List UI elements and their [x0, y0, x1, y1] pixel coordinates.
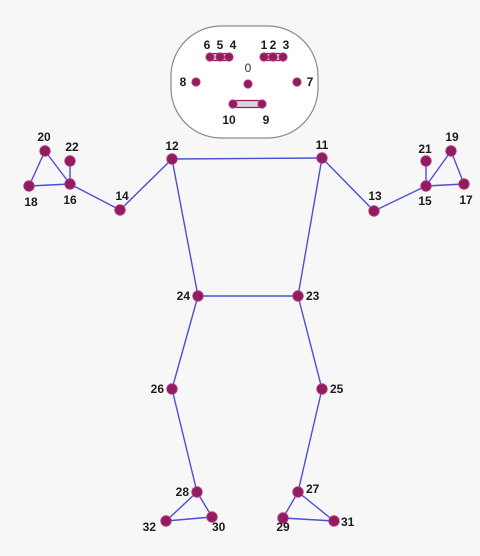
landmark-30-label: 30: [212, 520, 226, 534]
landmark-6-joint: [205, 52, 215, 62]
landmark-0-label: 0: [245, 61, 252, 75]
landmark-18-label: 18: [24, 195, 38, 209]
landmark-13-joint: [368, 205, 380, 217]
landmark-28-label: 28: [176, 485, 190, 499]
edge-12-24: [171, 158, 199, 297]
landmark-9-label: 9: [263, 113, 270, 127]
landmark-2-joint: [268, 52, 278, 62]
landmark-4-label: 4: [230, 38, 237, 52]
landmark-27-joint: [292, 486, 304, 498]
landmark-4-joint: [224, 52, 234, 62]
edge-15-19: [425, 150, 452, 187]
edge-11-13: [321, 157, 375, 212]
landmark-26-joint: [166, 383, 178, 395]
edge-14-16: [69, 183, 121, 211]
edge-28-32: [165, 491, 198, 522]
landmark-17-label: 17: [459, 193, 473, 207]
edge-11-23: [297, 157, 323, 297]
landmark-15-label: 15: [418, 194, 432, 208]
edge-24-26: [171, 295, 199, 390]
landmark-3-label: 3: [283, 38, 290, 52]
edge-16-18: [28, 183, 71, 187]
landmark-13-label: 13: [368, 189, 382, 203]
landmark-0-joint: [243, 79, 253, 89]
landmark-22-joint: [64, 155, 76, 167]
edge-30-32: [165, 516, 213, 522]
landmark-16-label: 16: [63, 193, 77, 207]
landmark-32-label: 32: [143, 520, 157, 534]
landmark-19-label: 19: [445, 130, 459, 144]
landmark-joints: [23, 52, 470, 527]
landmark-8-label: 8: [180, 75, 187, 89]
landmark-20-joint: [39, 145, 51, 157]
landmark-21-joint: [420, 155, 432, 167]
landmark-11-joint: [316, 152, 328, 164]
landmark-18-joint: [23, 180, 35, 192]
landmark-29-label: 29: [276, 520, 290, 534]
edge-18-20: [28, 150, 46, 187]
landmark-22-label: 22: [65, 140, 79, 154]
landmark-16-joint: [64, 178, 76, 190]
edge-16-20: [44, 150, 71, 185]
landmark-25-label: 25: [330, 382, 344, 396]
landmark-14-joint: [114, 204, 126, 216]
edge-27-31: [297, 491, 335, 522]
landmark-19-joint: [445, 145, 457, 157]
edge-15-17: [425, 183, 465, 187]
landmark-14-label: 14: [115, 189, 129, 203]
landmark-17-joint: [458, 178, 470, 190]
edge-26-28: [171, 388, 198, 493]
landmark-9-joint: [257, 99, 267, 109]
landmark-10-joint: [228, 99, 238, 109]
landmark-20-label: 20: [37, 130, 51, 144]
edge-25-27: [297, 388, 323, 493]
landmark-12-joint: [166, 153, 178, 165]
landmark-31-label: 31: [341, 515, 355, 529]
edge-11-12: [171, 157, 323, 160]
landmark-24-joint: [192, 290, 204, 302]
landmark-5-label: 5: [217, 38, 224, 52]
landmark-25-joint: [316, 383, 328, 395]
edge-12-14: [119, 158, 173, 211]
landmark-23-label: 23: [306, 289, 320, 303]
landmark-26-label: 26: [151, 382, 165, 396]
landmark-27-label: 27: [306, 482, 320, 496]
landmark-11-label: 11: [316, 138, 329, 152]
landmark-28-joint: [191, 486, 203, 498]
landmark-29-joint: [277, 512, 289, 524]
landmark-7-joint: [292, 77, 302, 87]
landmark-5-joint: [215, 52, 225, 62]
landmark-10-label: 10: [222, 113, 236, 127]
edge-17-19: [450, 150, 465, 185]
edge-23-25: [297, 295, 323, 390]
landmark-31-joint: [328, 515, 340, 527]
landmark-21-label: 21: [418, 142, 432, 156]
edge-29-31: [282, 517, 335, 522]
edge-13-15: [373, 185, 427, 212]
landmark-1-joint: [259, 52, 269, 62]
landmark-6-label: 6: [204, 38, 211, 52]
landmark-24-label: 24: [177, 289, 191, 303]
landmark-30-joint: [206, 511, 218, 523]
landmark-2-label: 2: [270, 38, 277, 52]
landmark-23-joint: [292, 290, 304, 302]
landmark-32-joint: [160, 515, 172, 527]
landmark-15-joint: [420, 180, 432, 192]
landmark-7-label: 7: [307, 75, 314, 89]
landmark-12-label: 12: [165, 139, 179, 153]
landmark-3-joint: [278, 52, 288, 62]
landmark-1-label: 1: [261, 38, 268, 52]
landmark-8-joint: [191, 77, 201, 87]
